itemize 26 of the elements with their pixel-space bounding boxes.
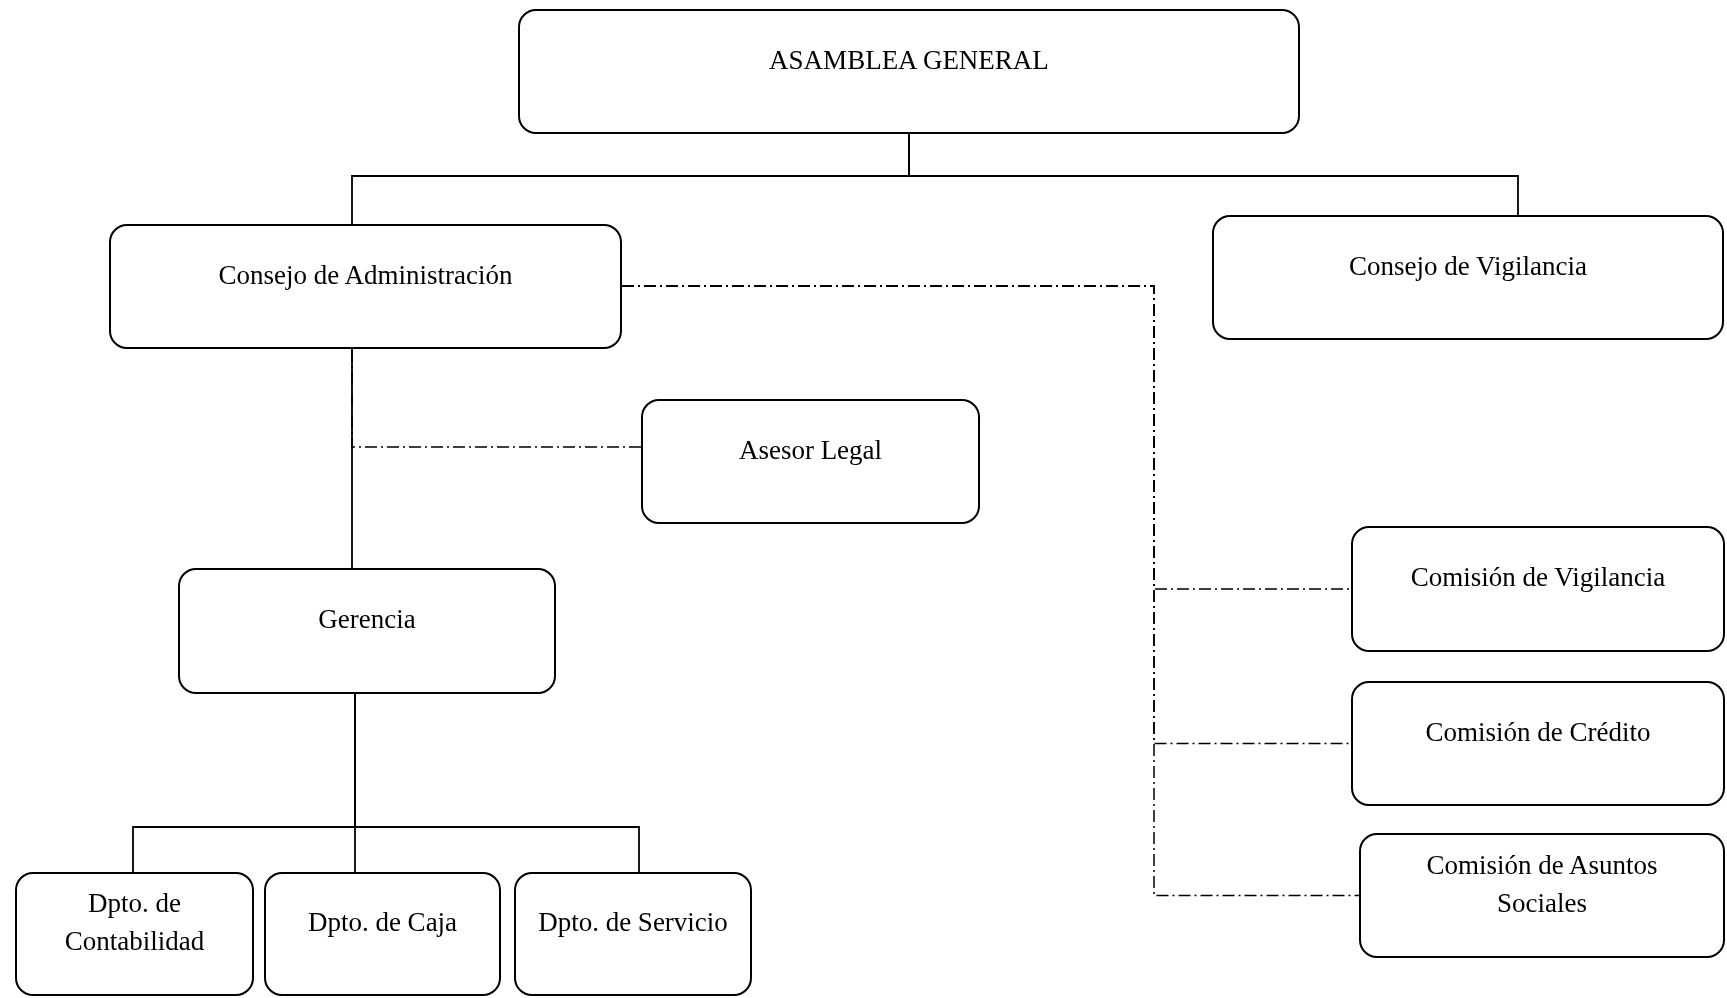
box-label: Dpto. de Servicio [538,906,728,939]
connector-line [908,133,1519,216]
box-label: Gerencia [318,603,416,636]
org-box [264,872,501,996]
org-box [15,872,254,996]
box-label: Comisión de Crédito [1425,715,1651,749]
box-label: Dpto. de Contabilidad [63,887,206,958]
org-box [1212,215,1724,340]
dash-dot-connector [621,285,1360,897]
org-box [1351,681,1725,806]
org-box [1359,833,1725,958]
box-label: Asesor Legal [738,433,883,467]
org-box [109,224,622,349]
dash-dot-connector [351,348,642,448]
connector-line [351,348,353,569]
org-box [641,399,980,524]
box-label: Consejo de Vigilancia [1349,249,1587,283]
box-label: Comisión de Vigilancia [1410,561,1666,594]
org-box [518,9,1300,134]
box-label: Comisión de Asuntos Sociales [1425,848,1659,920]
box-label: Dpto. de Caja [307,906,458,939]
box-label: ASAMBLEA GENERAL [769,43,1049,77]
org-box [1351,526,1725,652]
org-box [514,872,752,996]
org-box [178,568,556,694]
box-label: Consejo de Administración [218,258,513,292]
